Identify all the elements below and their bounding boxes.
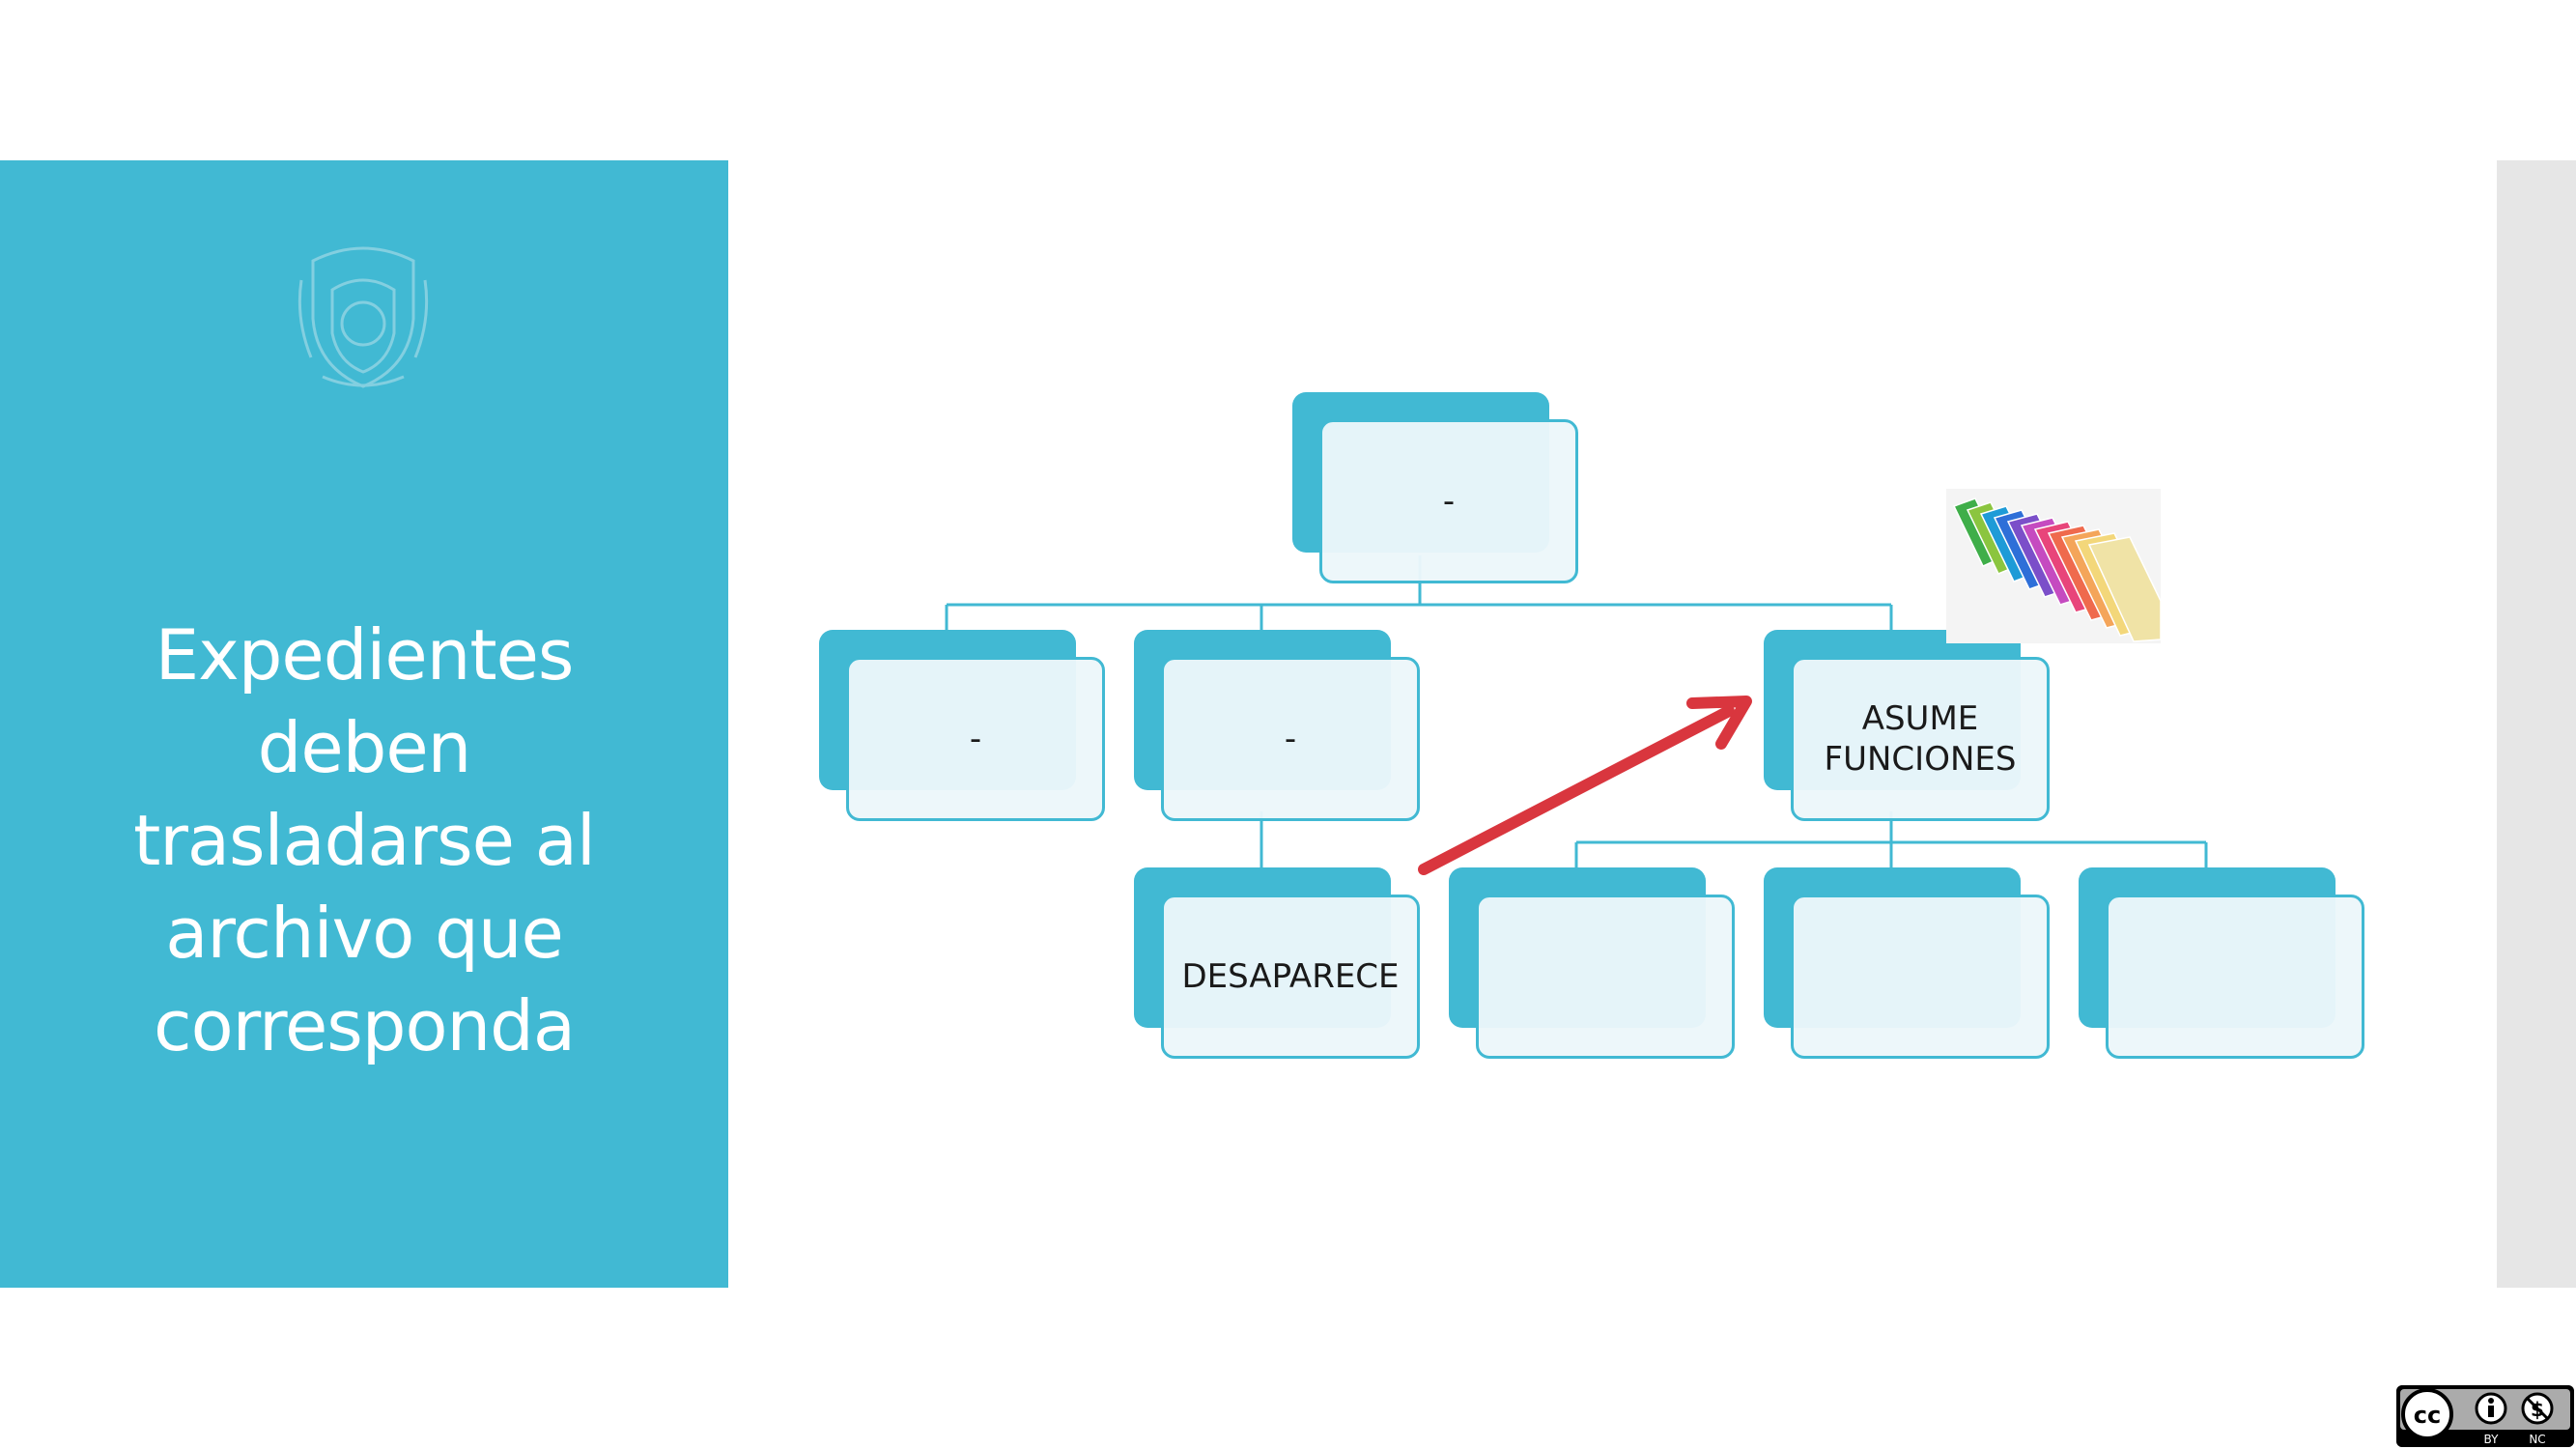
org-node-label: - <box>1161 657 1420 821</box>
org-node-level3-3 <box>1764 867 2050 1059</box>
org-node-level2-1: - <box>819 630 1105 821</box>
right-side-strip <box>2497 160 2576 1288</box>
red-arrow-icon <box>1418 696 1752 875</box>
org-node-label: - <box>846 657 1105 821</box>
org-node-level3-4 <box>2079 867 2364 1059</box>
cc-license-icon: cc $ BY NC <box>2396 1385 2574 1447</box>
org-node-label <box>2106 895 2364 1059</box>
license-by-label: BY <box>2484 1433 2500 1446</box>
org-node-label: ASUME FUNCIONES <box>1791 657 2050 821</box>
org-node-level2-2: - <box>1134 630 1420 821</box>
svg-text:cc: cc <box>2414 1402 2441 1429</box>
title-line-4: archivo que <box>165 893 564 974</box>
title-line-5: corresponda <box>153 985 576 1066</box>
left-title-panel <box>0 160 728 1288</box>
title-line-3: trasladarse al <box>133 800 596 881</box>
folders-image-icon <box>1946 489 2161 643</box>
org-node-level3-2 <box>1449 867 1735 1059</box>
slide-title: Expedientes deben trasladarse al archivo… <box>58 609 670 1072</box>
org-node-root: - <box>1292 392 1578 583</box>
org-node-label <box>1476 895 1735 1059</box>
org-node-level2-3: ASUME FUNCIONES <box>1764 630 2050 821</box>
org-node-label <box>1791 895 2050 1059</box>
title-line-1: Expedientes <box>155 614 575 696</box>
unam-seal-icon <box>297 246 429 388</box>
title-line-2: deben <box>257 707 472 788</box>
license-nc-label: NC <box>2529 1433 2545 1446</box>
org-node-root-label: - <box>1319 419 1578 583</box>
org-node-label: DESAPARECE <box>1161 895 1420 1059</box>
org-node-level3-1: DESAPARECE <box>1134 867 1420 1059</box>
